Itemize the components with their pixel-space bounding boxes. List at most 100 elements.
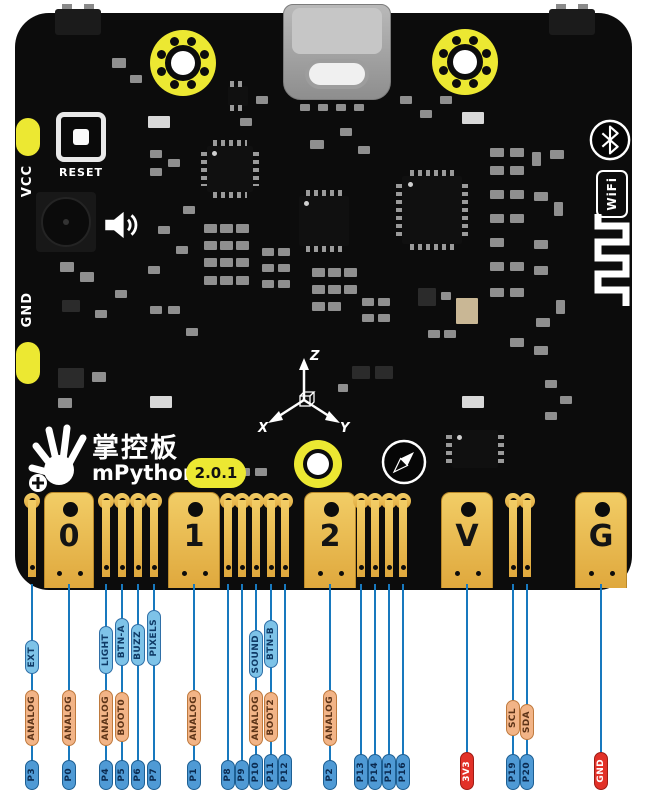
small-pad-bottom-hole — [151, 565, 157, 570]
edge-component-leg — [62, 4, 72, 13]
pin-pill-scl: SCL — [506, 700, 520, 736]
pin-pill-label: LIGHT — [100, 633, 111, 667]
pin-pill-buzz: BUZZ — [131, 624, 145, 666]
smd-component — [62, 300, 80, 312]
pin-pill-ext: EXT — [25, 640, 39, 674]
edge-pad-small — [130, 493, 146, 585]
buzzer-body — [41, 197, 91, 247]
smd-component — [92, 372, 106, 382]
ic-pins — [213, 192, 247, 198]
small-pad-strip — [371, 500, 379, 577]
edge-component-leg — [578, 4, 588, 13]
mount-hole-dot — [481, 66, 491, 76]
mounting-hole-left — [150, 30, 216, 96]
smd-component — [150, 168, 162, 176]
pin-pill-label: ANALOG — [188, 695, 199, 741]
mounting-hole-center — [453, 50, 477, 74]
ic-pins — [230, 105, 246, 111]
edge-component-leg — [556, 4, 566, 13]
smd-component — [220, 276, 233, 285]
pin-line — [329, 584, 331, 770]
small-pad-strip — [509, 500, 517, 577]
smd-component — [362, 298, 374, 306]
smd-component — [532, 152, 541, 166]
bluetooth-icon — [589, 119, 631, 161]
reset-label: RESET — [59, 166, 103, 179]
mount-hole-dot — [451, 36, 461, 46]
small-pad-bottom-hole — [510, 565, 516, 570]
mount-hole-dot — [469, 36, 479, 46]
pin-pill-label: ANALOG — [250, 695, 261, 741]
pin-pill-analog: ANALOG — [25, 690, 39, 746]
pad-hole — [594, 502, 610, 517]
pad-bottom-hole — [589, 571, 594, 576]
smd-component — [340, 128, 352, 136]
smd-component — [148, 266, 160, 274]
edge-pad-0: 0 — [44, 492, 94, 588]
edge-pad-label: 2 — [319, 519, 341, 554]
smd-component — [545, 412, 557, 420]
smd-component — [352, 366, 370, 379]
pin-line — [121, 584, 123, 770]
edge-pad-label: 1 — [183, 519, 205, 554]
smd-component — [328, 302, 341, 311]
smd-component — [510, 190, 524, 199]
ic-pins — [230, 81, 246, 87]
pad-bottom-hole — [476, 571, 481, 576]
pin-line — [105, 584, 107, 770]
pad-bottom-hole — [78, 571, 83, 576]
pad-hole — [62, 502, 78, 517]
pin-pill-label: P3 — [26, 768, 37, 782]
mounting-hole-right — [432, 29, 498, 95]
pin-pill-p1: P1 — [187, 760, 201, 790]
pin-pill-p2: P2 — [323, 760, 337, 790]
pin-pill-label: P15 — [383, 761, 394, 783]
smd-component — [510, 214, 524, 223]
version-badge: 2.0.1 — [186, 458, 246, 488]
smd-component — [462, 396, 484, 408]
smd-component — [204, 224, 217, 233]
pin-pill-p5: P5 — [115, 760, 129, 790]
smd-component — [300, 104, 310, 111]
smd-component — [490, 262, 504, 271]
pad-bottom-hole — [339, 571, 344, 576]
smd-component — [362, 314, 374, 322]
small-pad-bottom-hole — [372, 565, 378, 570]
pin-pill-label: P19 — [507, 761, 518, 783]
edge-component-leg — [84, 4, 94, 13]
pad-hole — [323, 502, 339, 517]
edge-pad-2: 2 — [304, 492, 356, 588]
smd-component — [148, 116, 170, 128]
reset-button[interactable] — [56, 112, 106, 162]
ic-pins — [213, 140, 247, 146]
smd-component — [534, 266, 548, 275]
ic-pins — [410, 170, 454, 176]
axis-z-label: Z — [309, 349, 320, 364]
small-pad-strip — [118, 500, 126, 577]
smd-component — [418, 288, 436, 306]
edge-pad-small — [98, 493, 114, 585]
pin-pill-label: P12 — [279, 761, 290, 783]
pin-pill-p14: P14 — [368, 754, 382, 790]
smd-component — [378, 314, 390, 322]
pin-pill-label: P20 — [521, 761, 532, 783]
smd-component — [255, 468, 267, 476]
smd-component — [490, 214, 504, 223]
smd-component — [183, 206, 195, 214]
smd-component — [444, 330, 456, 338]
smd-component — [328, 285, 341, 294]
edge-pad-small — [353, 493, 369, 585]
smd-component — [312, 268, 325, 277]
smd-component — [536, 318, 550, 327]
pin-pill-label: BTN-B — [265, 627, 276, 661]
pin-pill-analog: ANALOG — [323, 690, 337, 746]
smd-component — [560, 396, 572, 404]
pin-pill-label: GND — [595, 759, 606, 783]
edge-pad-small — [248, 493, 264, 585]
mount-hole-dot — [187, 79, 197, 89]
smd-component — [158, 226, 170, 234]
pin-pill-analog: ANALOG — [249, 690, 263, 746]
smd-component — [318, 104, 328, 111]
edge-pad-1: 1 — [168, 492, 220, 588]
ic-pins — [498, 435, 504, 463]
